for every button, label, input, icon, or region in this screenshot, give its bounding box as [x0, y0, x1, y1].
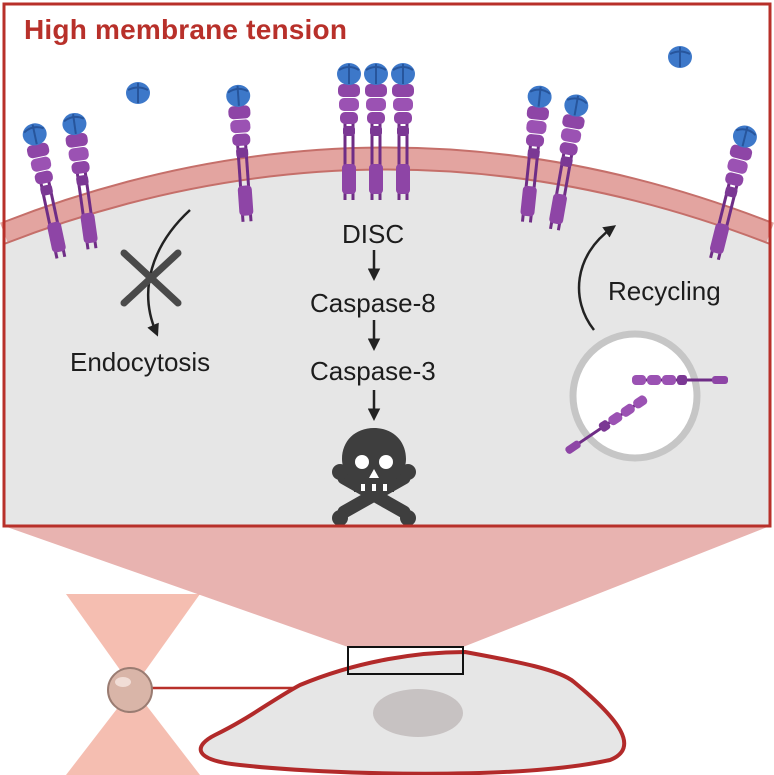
receptor-cluster-center [335, 61, 417, 202]
nucleus [373, 689, 463, 737]
endocytosis-label: Endocytosis [70, 347, 211, 377]
zoom-region-box [347, 646, 464, 675]
caspase8-label: Caspase-8 [310, 288, 436, 318]
endocytosis-arrow [146, 209, 191, 337]
skull-crossbones-icon [332, 428, 416, 526]
recycling-vesicle [562, 330, 730, 462]
ligand-icon [667, 45, 693, 69]
ligand-icon [125, 81, 151, 105]
recycling-label: Recycling [608, 276, 721, 306]
cytoplasm [4, 163, 770, 526]
disc-label: DISC [342, 219, 405, 249]
cross-icon [120, 249, 182, 307]
caspase3-label: Caspase-3 [310, 356, 436, 386]
zoom-cone [4, 526, 770, 647]
panel-title: High membrane tension [24, 14, 348, 45]
panel-frame [2, 2, 772, 528]
laser-beam [66, 594, 200, 775]
recycling-arrow [577, 225, 617, 331]
plasma-membrane [0, 146, 774, 245]
bead [107, 667, 153, 713]
